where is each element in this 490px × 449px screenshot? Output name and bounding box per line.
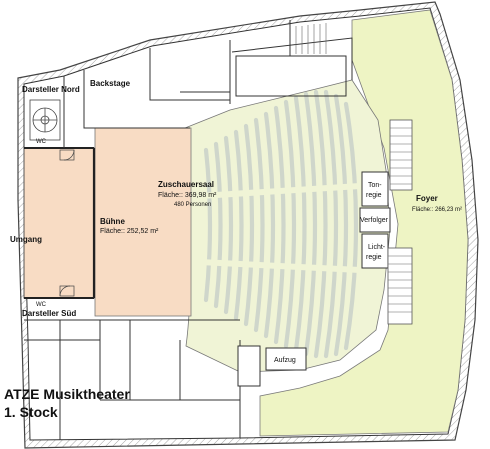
label-buehne-area: Fläche:: 252,52 m² — [100, 228, 159, 235]
label-wc-bottom: WC — [36, 302, 47, 308]
label-verfolger: Verfolger — [360, 217, 389, 224]
umgang-area — [23, 147, 95, 299]
label-umgang: Umgang — [10, 235, 42, 244]
label-wc-top: WC — [36, 139, 47, 145]
label-darsteller-nord: Darsteller Nord — [22, 85, 80, 94]
back-rooms — [63, 20, 353, 148]
elevator-box — [265, 347, 307, 371]
label-backstage: Backstage — [90, 79, 131, 88]
label-aufzug: Aufzug — [274, 357, 296, 364]
label-darsteller-sued: Darsteller Süd — [22, 309, 76, 318]
spiral-staircase — [29, 99, 61, 141]
foyer-area — [259, 9, 469, 437]
label-lichtregie-2: regie — [366, 254, 382, 261]
plan-subtitle: 1. Stock — [4, 404, 58, 420]
control-rooms — [359, 171, 391, 269]
lower-rooms — [24, 319, 261, 440]
plan-title: ATZE Musiktheater — [4, 386, 130, 402]
label-foyer-area: Fläche:: 266,23 m² — [412, 207, 462, 213]
label-buehne: Bühne — [100, 217, 125, 226]
right-stairs — [387, 119, 413, 325]
label-zuschauersaal: Zuschauersaal — [158, 180, 214, 189]
label-zuschauersaal-area: Fläche:: 369,98 m² — [158, 192, 217, 199]
stage-area — [94, 127, 192, 317]
label-tonregie-2: regie — [366, 192, 382, 199]
label-zuschauersaal-capacity: 480 Personen — [174, 202, 211, 208]
label-lichtregie-1: Licht- — [368, 244, 386, 251]
label-foyer: Foyer — [416, 194, 438, 203]
seating-rows — [203, 89, 359, 359]
label-tonregie-1: Ton- — [368, 182, 382, 189]
